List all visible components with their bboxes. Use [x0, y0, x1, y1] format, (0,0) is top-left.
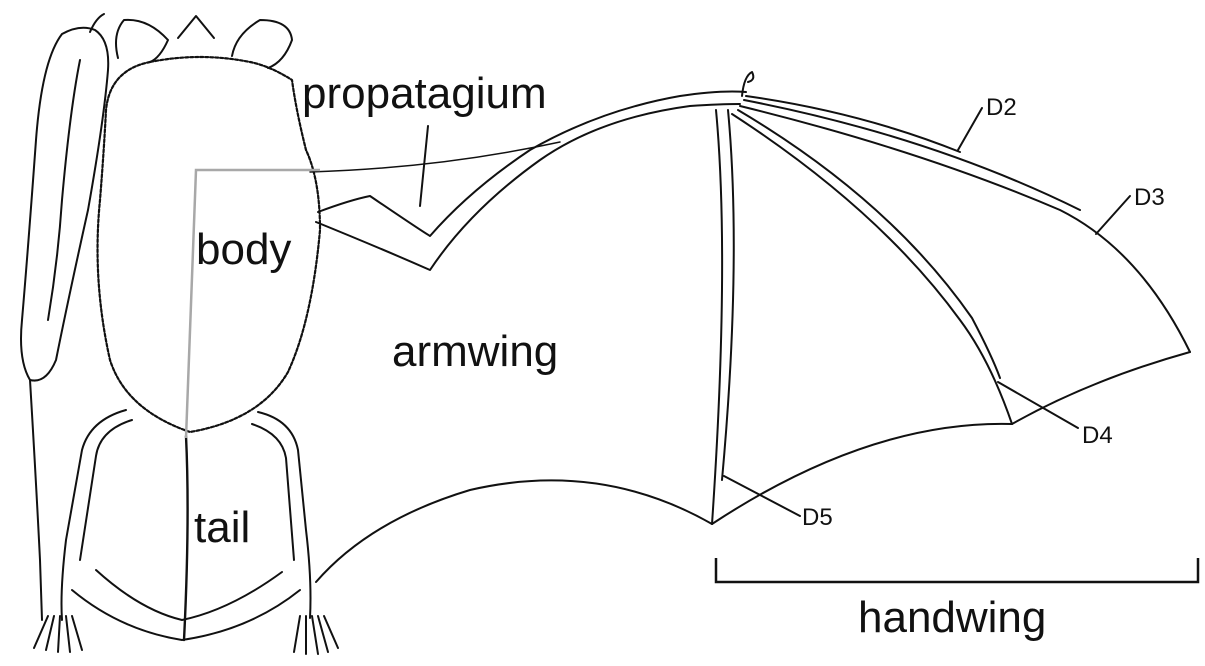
armwing-label: armwing	[392, 330, 558, 374]
leader-d2	[958, 108, 982, 150]
d2-label: D2	[986, 96, 1017, 120]
leader-propatagium	[420, 126, 428, 206]
propatagium-label: propatagium	[302, 72, 547, 116]
left-leg	[62, 410, 127, 620]
body-guide-lines	[186, 170, 320, 438]
right-leg	[258, 412, 311, 618]
digit-5-inner	[722, 110, 734, 480]
digit-4	[732, 114, 1012, 424]
digit-3	[740, 106, 1190, 352]
propatagium-edge	[310, 142, 560, 172]
handwing-trailing-edge-d3-d4	[1012, 352, 1190, 424]
folded-wing-inner	[48, 60, 80, 320]
folded-wing-thumb	[90, 14, 104, 32]
right-foot	[294, 616, 338, 654]
handwing-trailing-edge-d4-d5	[712, 424, 1012, 524]
armwing-trailing-edge	[316, 480, 712, 582]
digit-4-inner	[738, 110, 1000, 378]
d3-label: D3	[1134, 186, 1165, 210]
left-ear	[116, 20, 168, 62]
leader-d3	[1096, 196, 1130, 234]
handwing-label: handwing	[858, 596, 1046, 640]
digit-5	[712, 110, 722, 524]
nose-leaf	[178, 16, 214, 38]
d4-label: D4	[1082, 424, 1113, 448]
folded-left-wing	[21, 28, 108, 381]
left-foot	[34, 616, 82, 652]
tail-label: tail	[194, 506, 250, 550]
forearm-lower	[316, 104, 740, 270]
tail-vertebrae	[184, 436, 188, 640]
left-leg-inner	[80, 420, 132, 560]
body-label: body	[196, 228, 291, 272]
right-leg-inner	[252, 424, 294, 560]
tail-membrane-inner	[96, 570, 282, 620]
digit-2	[746, 96, 960, 152]
d5-label: D5	[802, 506, 833, 530]
handwing-bracket	[716, 558, 1198, 582]
left-wing-membrane-edge	[30, 380, 42, 620]
